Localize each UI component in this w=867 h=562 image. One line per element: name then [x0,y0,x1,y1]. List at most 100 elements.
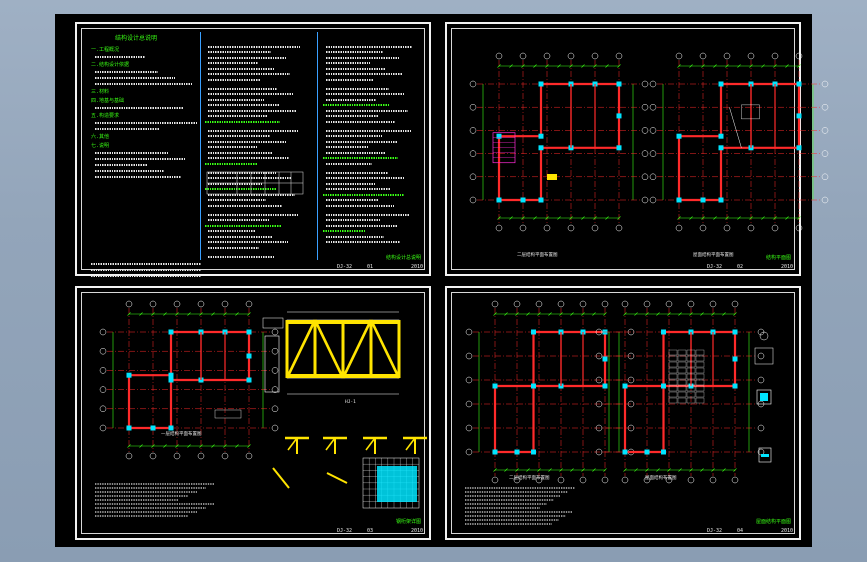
drawing-viewport[interactable]: 结构设计总说明 一.工程概况二.结构设计依据三.材料四.地基与基础五.构造要求六… [55,14,829,547]
notes-text-line [326,175,375,191]
notes-text-line [208,248,275,264]
notes-text-line [323,223,365,239]
notes-text-line [326,71,373,87]
roof-plan-drawing [465,300,774,525]
notes-section-heading: 一.工程概况 [91,47,120,53]
notes-text-line [95,121,197,125]
notes-text-line [208,228,272,244]
notes-text-line [326,139,369,155]
notes-text-line [326,60,386,76]
notes-section-heading: 五.构造要求 [91,113,120,119]
notes-column-2 [205,38,315,258]
sheet-roof[interactable]: 二层结构平面布置图 屋面结构布置图 屋面结构平面图 DJ-32 04 2010 [445,286,801,540]
notes-table [206,171,304,195]
floor-plan-drawing [469,52,829,232]
sheet-code: DJ-32 [707,528,723,534]
notes-text-line [326,170,404,186]
sheet-frame [81,292,425,534]
notes-section-heading: 二.结构设计依据 [91,62,130,68]
notes-text-line [208,71,261,87]
notes-text-line [323,186,404,202]
notes-text-line [208,49,287,65]
notes-text-line [208,170,292,186]
sheet-notes[interactable]: 结构设计总说明 一.工程概况二.结构设计依据三.材料四.地基与基础五.构造要求六… [75,22,431,277]
notes-text-line [208,66,290,82]
notes-text-line [323,97,389,113]
notes-text-line [91,255,201,271]
notes-text-line [205,155,257,171]
sheet-frame [451,292,795,534]
drawing-title: 屋面结构布置图 [645,476,677,481]
sheet-truss[interactable]: 一层结构平面布置图 HJ-1 钢桁架详图 DJ-32 03 2010 [75,286,431,540]
notes-text-line [95,175,181,179]
sheet-frame [81,28,425,270]
sheet-frame [451,28,795,270]
sheet-name: 结构平面图 [765,255,791,261]
sheet-year: 2010 [410,264,423,270]
sheet-number: 04 [737,528,744,534]
notes-text-line [208,144,273,160]
notes-text-line [95,151,168,155]
sheet-year: 2010 [780,264,793,270]
notes-text-line [326,38,412,54]
notes-text-line [208,150,289,166]
drawing-title: 二层结构平面布置图 [509,476,550,481]
notes-text-line [208,206,298,222]
notes-text-line [326,113,395,129]
notes-text-line [326,55,370,71]
notes-text-line [95,55,145,59]
sheet-number: 03 [367,528,374,534]
notes-text-line [208,60,274,76]
notes-text-line [208,212,269,228]
notes-text-line [326,128,382,144]
notes-text-line [208,175,263,191]
sheet-name: 屋面结构平面图 [755,519,791,525]
title-block: 钢桁架详图 DJ-32 03 2010 [337,519,423,534]
sheet-plans[interactable]: 二层结构平面布置图 屋面结构平面布置图 结构平面图 DJ-32 02 2010 [445,22,829,276]
notes-text-line [326,122,411,138]
notes-text-line [326,234,400,250]
notes-text-line [326,66,402,82]
notes-text-line [326,164,388,180]
notes-text-line [205,113,280,129]
notes-text-line [208,197,282,213]
notes-text-line [326,212,381,228]
notes-text-line [208,223,256,239]
notes-text-line [95,127,159,131]
truss-label: HJ-1 [345,400,356,405]
notes-text-line [208,192,266,208]
notes-text-line [326,197,394,213]
title-block: 结构平面图 DJ-32 02 2010 [707,255,793,270]
notes-text-line [208,44,271,60]
notes-text-line [326,80,389,96]
notes-text-line [205,217,282,233]
notes-section-heading: 三.材料 [91,89,110,95]
title-block: 结构设计总说明 DJ-32 01 2010 [337,255,423,270]
notes-text-line [95,157,185,161]
notes-text-line [205,181,276,197]
notes-text-line [95,163,147,167]
sheet-number: 02 [737,264,744,270]
notes-text-line [326,49,399,65]
notes-text-line [208,139,257,155]
notes-text-line [326,155,372,171]
notes-text-line [326,86,405,102]
notes-text-line [208,186,295,202]
notes-text-line [208,102,296,118]
notes-text-line [323,150,398,166]
notes-text-line [326,144,385,160]
notes-text-line [208,239,259,255]
notes-text-line [326,181,391,197]
notes-text-line [208,122,299,138]
notes-text-line [208,38,300,54]
sheet-year: 2010 [780,528,793,534]
notes-text-line [208,97,280,113]
title-block: 屋面结构平面图 DJ-32 04 2010 [707,519,793,534]
notes-text-line [95,169,164,173]
notes-text-line [95,82,192,86]
notes-text-line [208,55,258,71]
notes-text-line [95,76,175,80]
notes-text-line [326,133,398,149]
notes-text-line [208,86,293,102]
notes-text-line [326,44,383,60]
